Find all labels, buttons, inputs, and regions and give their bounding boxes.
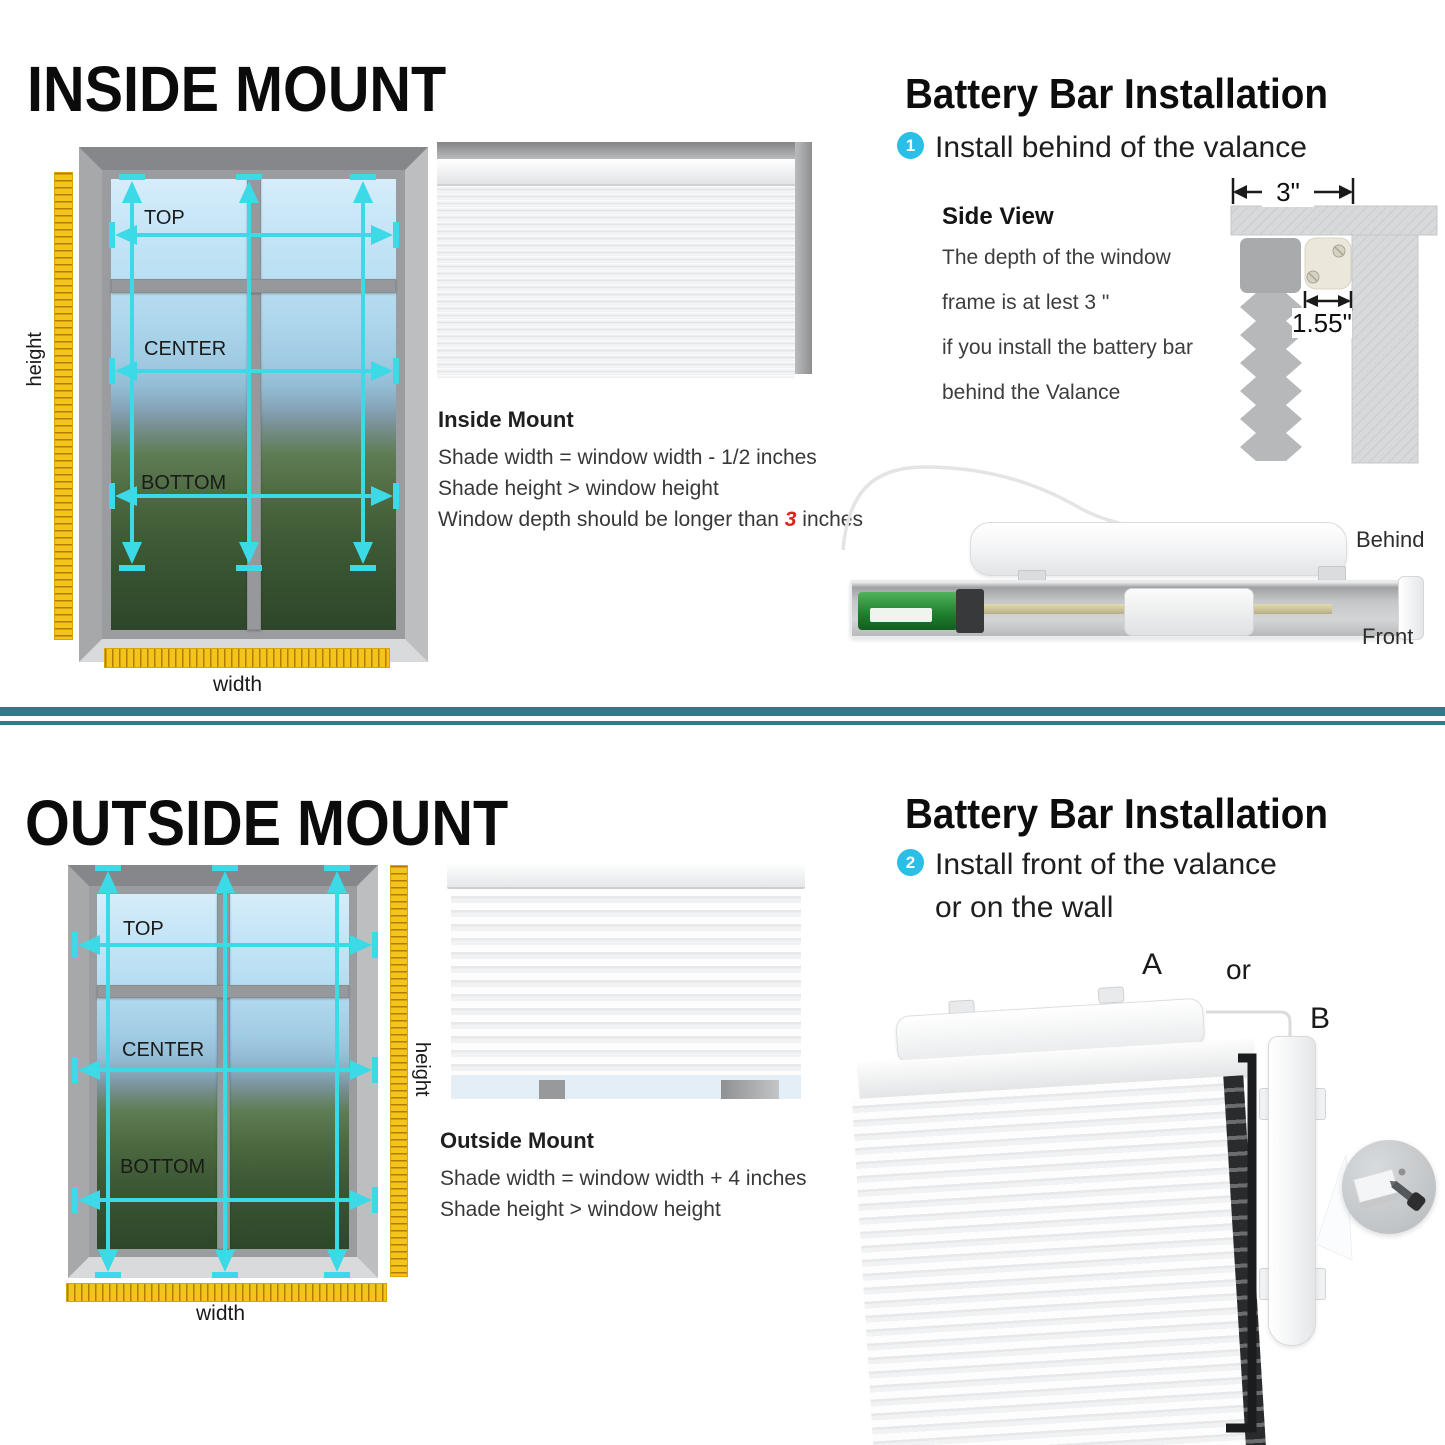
cord-spool [1124,588,1254,636]
battery-bar-behind [970,522,1347,576]
height-ruler [54,172,73,640]
power-cable [841,465,1159,551]
battery-title-top: Battery Bar Installation [905,70,1329,117]
desc-line-1: The depth of the window [942,246,1171,269]
outside-specs-heading: Outside Mount [440,1128,594,1153]
bar-a-clip-2 [1097,986,1125,1004]
inside-spec-width: Shade width = window width - 1/2 inches [438,446,817,469]
shade-valance [447,862,805,889]
headrail-end-cap [1398,576,1424,640]
height-ruler [390,865,408,1277]
inside-mount-title: INSIDE MOUNT [27,53,447,125]
desc-line-3: if you install the battery bar [942,336,1193,359]
desc-line-4: behind the Valance [942,381,1121,404]
depth-value-red: 3 [784,508,797,531]
measure-arrows-outside [72,865,378,1278]
outside-bottom-label: BOTTOM [120,1156,206,1178]
outside-spec-width: Shade width = window width + 4 inches [440,1167,807,1190]
shade-cellular-body [437,186,795,378]
inside-shade-example [437,142,812,378]
shade-cellular-body [851,1075,1255,1445]
inside-window-frame [79,147,428,662]
side-view-description: The depth of the window frame is at lest… [942,246,1193,405]
position-b-label: B [1310,1002,1331,1035]
inside-top-label: TOP [144,207,185,229]
outside-specs: Outside Mount Shade width = window width… [440,1128,807,1225]
height-label: height [411,1042,433,1097]
side-view-diagram [1230,178,1438,464]
outside-spec-height: Shade height > window height [440,1198,721,1221]
frame-top-edge [437,142,812,159]
shade-valance [437,159,795,186]
step-2-badge: 2 [897,849,924,876]
window-frame-peek-right [721,1080,779,1099]
dim-155in-label: 1.55" [1292,308,1352,338]
motor-tube [858,592,958,630]
window-mullion-horizontal [111,279,396,293]
battery-step-1: 1 Install behind of the valance [897,126,1307,169]
bracket-zoom-inset [1342,1140,1436,1234]
position-or-label: or [1226,954,1251,985]
inside-center-label: CENTER [144,338,227,360]
divider-bar-thin [0,721,1445,725]
position-a-label: A [1142,948,1163,981]
outside-mount-title: OUTSIDE MOUNT [25,787,509,859]
width-ruler [104,648,390,668]
inside-specs-heading: Inside Mount [438,407,574,432]
side-view-title: Side View [942,203,1054,230]
outside-top-label: TOP [123,918,164,940]
width-label: width [212,673,263,696]
inside-spec-height: Shade height > window height [438,477,719,500]
battery-bar-b [1268,1036,1316,1346]
divider-bar-thick [0,707,1445,716]
step-1-text: Install behind of the valance [935,131,1307,164]
bracket-screwdriver-icon [1352,1168,1426,1211]
inside-bottom-label: BOTTOM [141,472,227,494]
depth-text: Window depth should be longer than [438,508,785,531]
step-2-text-line2: or on the wall [935,891,1114,924]
outside-shade-example [447,862,805,1099]
battery-title-bottom: Battery Bar Installation [905,790,1329,837]
width-label: width [195,1302,246,1325]
width-ruler [66,1283,387,1302]
battery-step-2: 2 Install front of the valance or on the… [897,843,1277,929]
measure-arrows-inside [109,174,399,571]
step-1-badge: 1 [897,132,924,159]
inside-specs: Inside Mount Shade width = window width … [438,407,863,535]
motor-coupler [956,589,984,633]
outside-center-label: CENTER [122,1039,205,1061]
frame-right-edge [795,142,812,374]
desc-line-2: frame is at lest 3 " [942,291,1110,314]
dim-3in-label: 3" [1262,177,1314,207]
motor-label-sticker [870,608,932,622]
front-label: Front [1362,624,1414,649]
step-2-text-line1: Install front of the valance [935,848,1277,881]
window-frame-peek-left [539,1080,565,1099]
shade-cellular-body [451,889,801,1075]
behind-label: Behind [1356,527,1425,552]
